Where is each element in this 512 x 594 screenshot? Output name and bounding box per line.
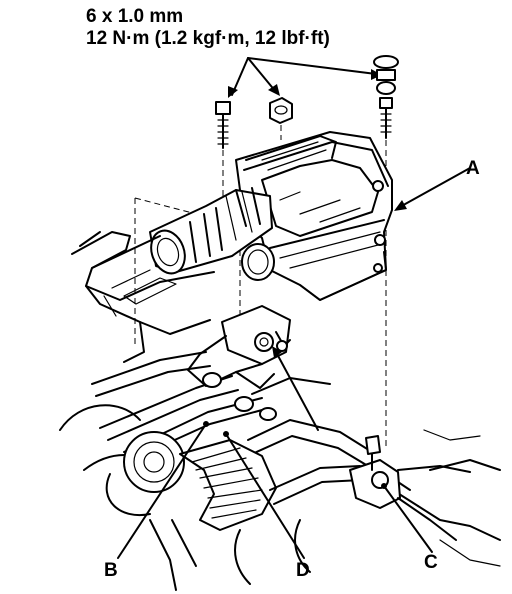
callout-leaders xyxy=(117,167,471,559)
bolt-left xyxy=(215,101,231,149)
wiring-harness xyxy=(149,429,501,591)
callout-b: B xyxy=(104,560,118,581)
intake-duct xyxy=(149,187,275,281)
torque-spec: 12 N·m (1.2 kgf·m, 12 lbf·ft) xyxy=(86,28,330,49)
pulley xyxy=(105,431,185,517)
spec-arrows xyxy=(228,57,382,98)
bolt-size-spec: 6 x 1.0 mm xyxy=(86,6,184,27)
callout-c: C xyxy=(424,552,438,573)
callout-a: A xyxy=(466,158,480,179)
nut-center xyxy=(269,97,293,124)
mount-bracket xyxy=(187,305,291,389)
cylinder-head xyxy=(71,231,215,363)
corrugated-hose xyxy=(179,439,277,531)
grommet-bolt-right xyxy=(373,55,399,139)
air-cleaner-housing xyxy=(235,131,393,301)
callout-d: D xyxy=(296,560,310,581)
